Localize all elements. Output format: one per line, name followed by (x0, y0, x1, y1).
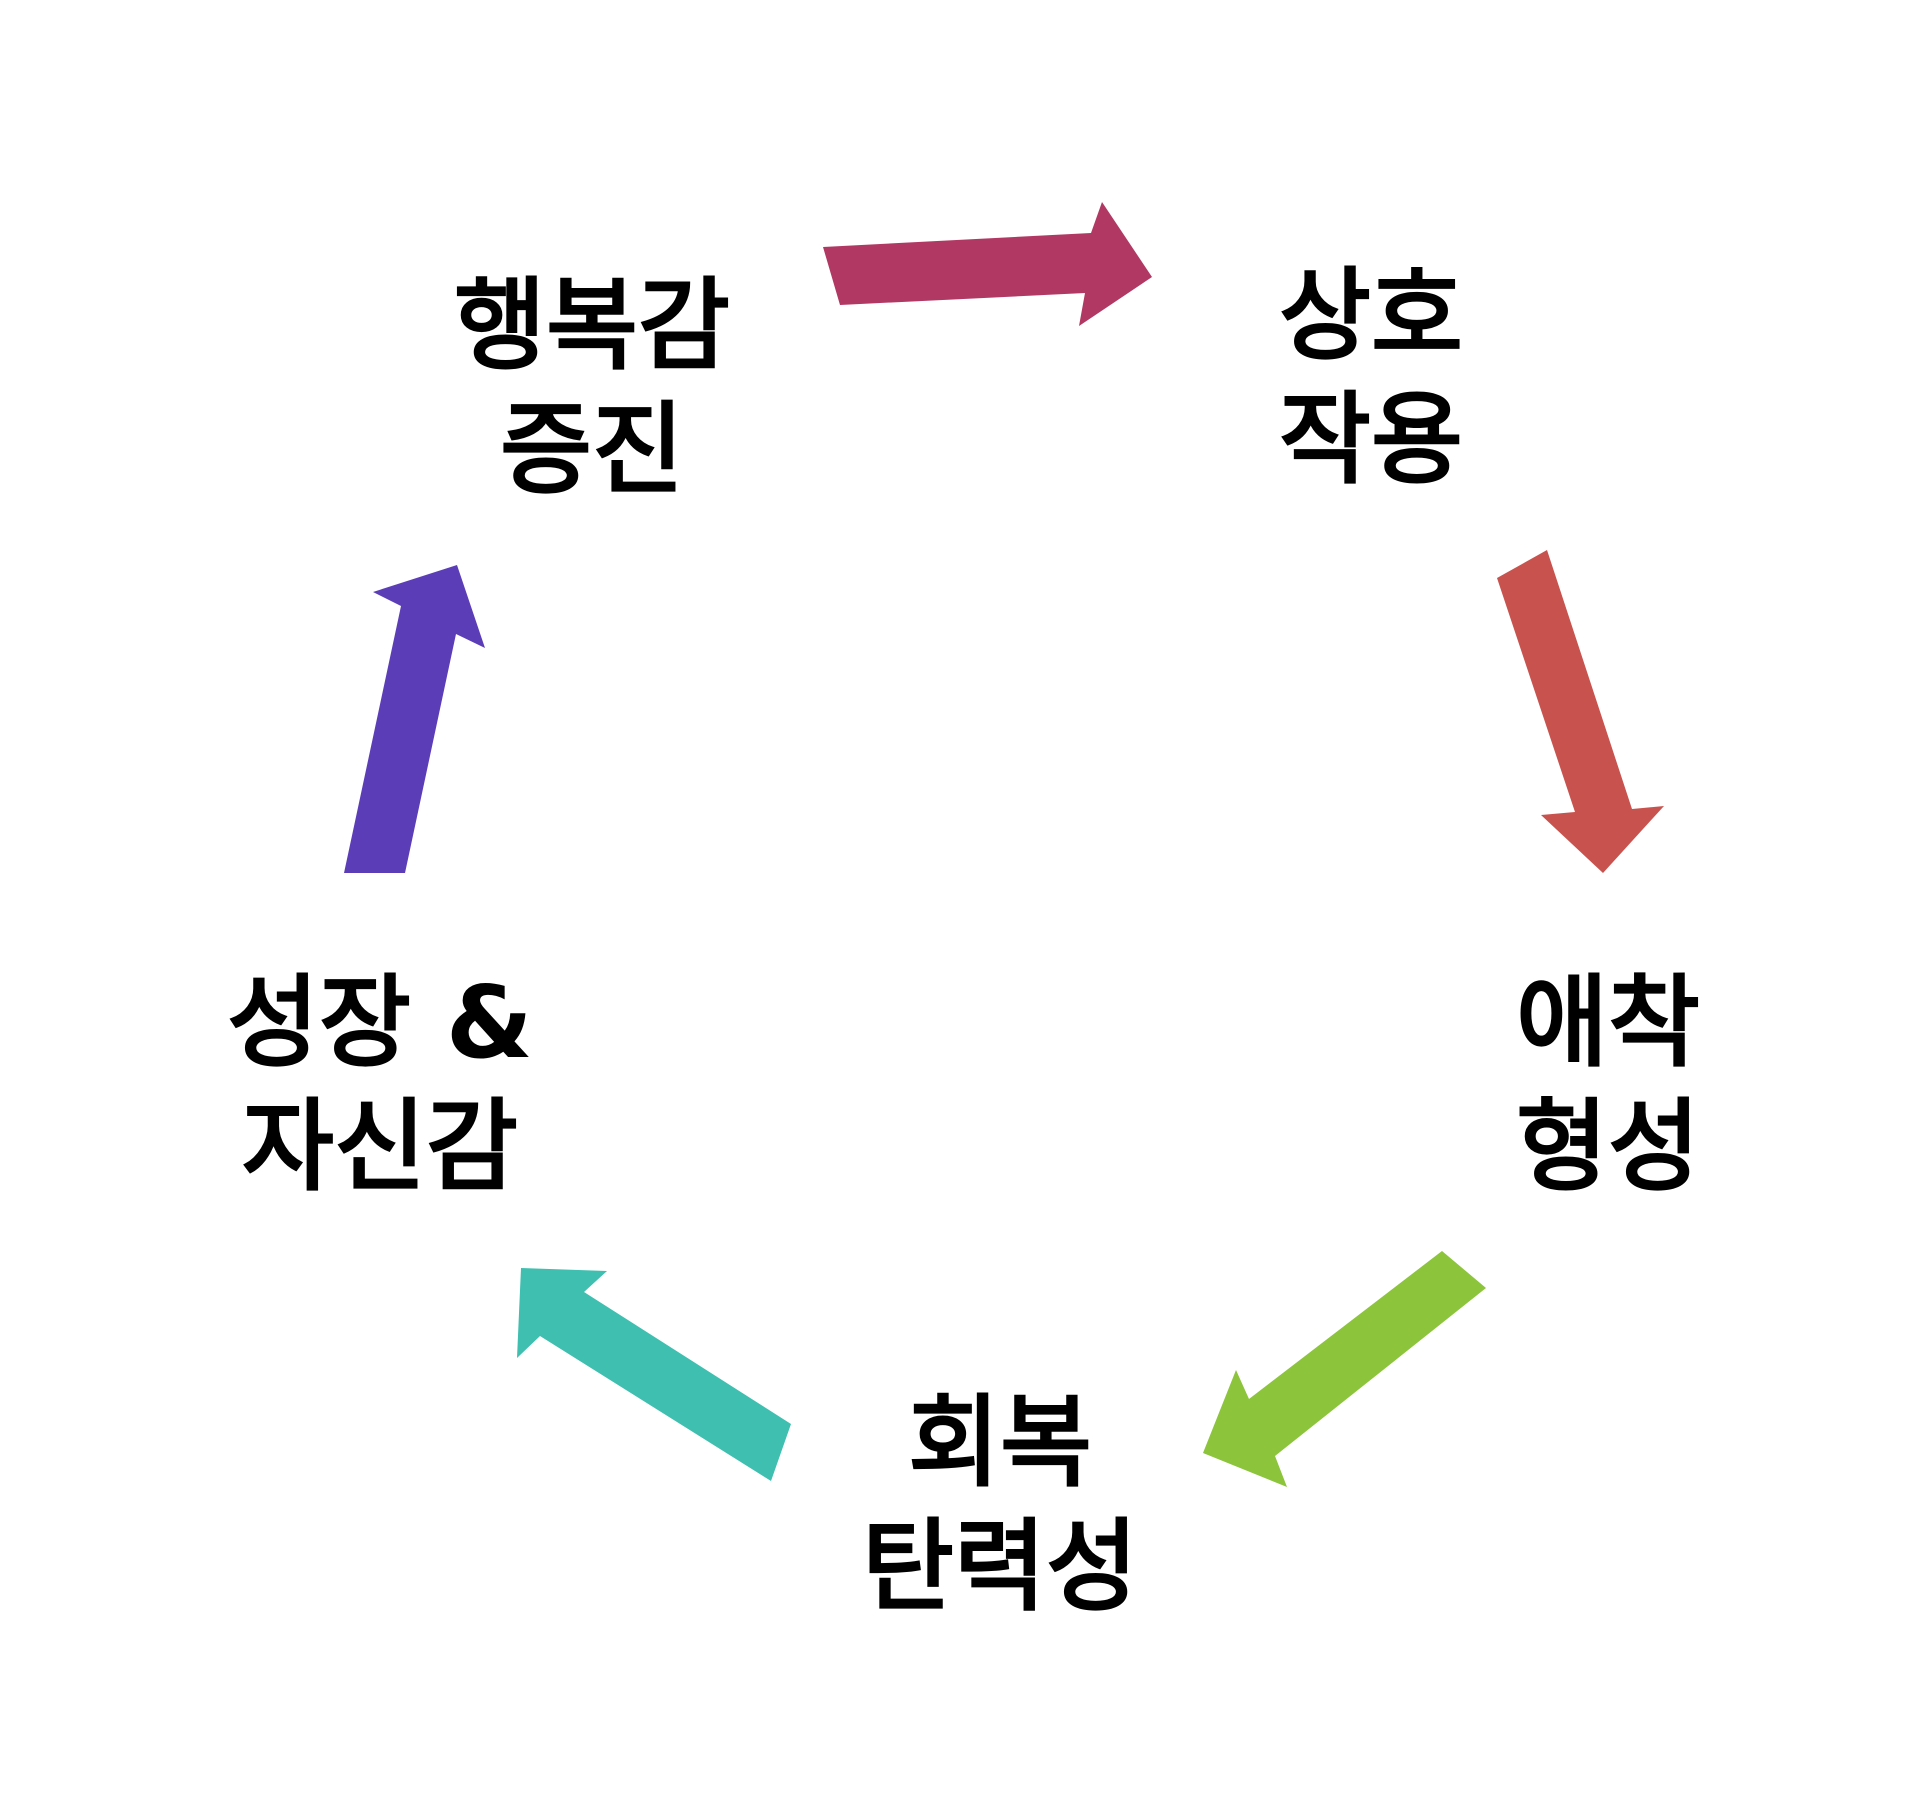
node-happiness: 행복감 증진 (454, 264, 730, 512)
node-happiness-line-1: 행복감 (454, 267, 730, 384)
node-happiness-line-2: 증진 (500, 391, 684, 508)
arrow-growth-to-happiness (344, 565, 485, 873)
node-growth-line-1: 성장 & (226, 964, 534, 1081)
node-resilience-line-2: 탄력성 (862, 1508, 1138, 1625)
arrow-attachment-to-resilience (1203, 1251, 1486, 1487)
node-resilience-line-1: 회복 (908, 1384, 1092, 1501)
arrow-interaction-to-attachment (1497, 550, 1664, 873)
node-growth-line-2: 자신감 (242, 1088, 518, 1205)
node-growth: 성장 & 자신감 (227, 961, 533, 1209)
node-interaction-line-2: 작용 (1279, 381, 1463, 498)
node-attachment-line-1: 애착 (1516, 964, 1700, 1081)
node-attachment-line-2: 형성 (1516, 1088, 1700, 1205)
node-attachment: 애착 형성 (1516, 961, 1700, 1209)
node-interaction-line-1: 상호 (1279, 257, 1463, 374)
node-resilience: 회복 탄력성 (862, 1381, 1138, 1629)
arrow-resilience-to-growth (517, 1268, 791, 1481)
node-interaction: 상호 작용 (1279, 254, 1463, 502)
arrow-happiness-to-interaction (823, 202, 1152, 326)
